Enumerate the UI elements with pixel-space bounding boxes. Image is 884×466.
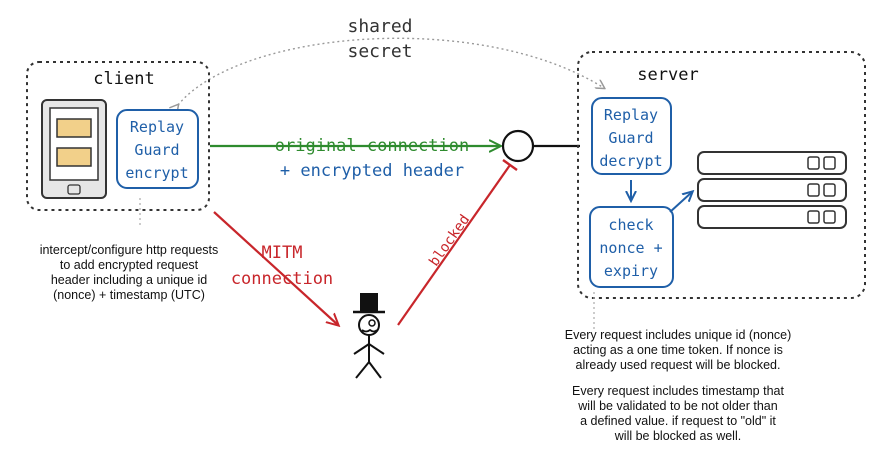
mitm-connection-arrow	[213, 211, 338, 325]
check-line1: check	[608, 216, 653, 234]
encrypted-header-label: + encrypted header	[280, 161, 464, 181]
client-title: client	[93, 69, 154, 89]
server-note-line: already used request will be blocked.	[575, 358, 781, 372]
blocked-stop-bar	[502, 159, 518, 171]
mitm-label: MITM	[262, 243, 303, 263]
server-note-line: Every request includes unique id (nonce)	[564, 328, 792, 342]
shared-secret-label-1: shared	[347, 16, 412, 37]
shared-secret-arc	[178, 37, 604, 105]
server-note-line: will be blocked as well.	[614, 429, 742, 443]
stick-figure-spy-icon	[353, 293, 385, 379]
server-box-line2: Guard	[608, 129, 653, 147]
server-note-line: will be validated to be not older than	[578, 399, 778, 413]
server-title: server	[637, 65, 698, 85]
server-rack-icon	[697, 151, 847, 229]
client-note: intercept/configure http requests to add…	[14, 243, 244, 303]
original-connection-label: original connection	[275, 136, 469, 156]
check-line2: nonce +	[599, 239, 662, 257]
blocked-label: blocked	[426, 212, 473, 270]
check-line3: expiry	[604, 262, 658, 280]
client-box-line2: Guard	[134, 141, 179, 159]
tablet-icon	[41, 99, 107, 199]
mitm-connection-label: connection	[231, 269, 333, 289]
client-note-line: (nonce) + timestamp (UTC)	[53, 288, 205, 302]
shared-secret-label-2: secret	[347, 41, 412, 62]
client-box-line1: Replay	[130, 118, 184, 136]
blocked-connection-line	[397, 164, 511, 326]
check-to-server-arrow	[669, 192, 692, 213]
client-container	[26, 61, 210, 211]
server-note: Every request includes unique id (nonce)…	[538, 328, 818, 444]
server-replay-guard-box	[591, 97, 672, 175]
client-replay-guard-box	[116, 109, 199, 189]
client-box-line3: encrypt	[125, 164, 188, 182]
connection-circle-icon	[501, 129, 535, 163]
server-box-line3: decrypt	[599, 152, 662, 170]
server-box-line1: Replay	[604, 106, 658, 124]
server-note-line: Every request includes timestamp that	[572, 384, 784, 398]
client-note-line: intercept/configure http requests	[39, 243, 219, 257]
server-container	[577, 51, 866, 299]
server-note-line: acting as a one time token. If nonce is	[573, 343, 783, 357]
check-nonce-expiry-box	[589, 206, 674, 288]
client-note-line: to add encrypted request	[59, 258, 199, 272]
server-note-line: a defined value. if request to "old" it	[580, 414, 776, 428]
client-note-line: header including a unique id	[50, 273, 208, 287]
